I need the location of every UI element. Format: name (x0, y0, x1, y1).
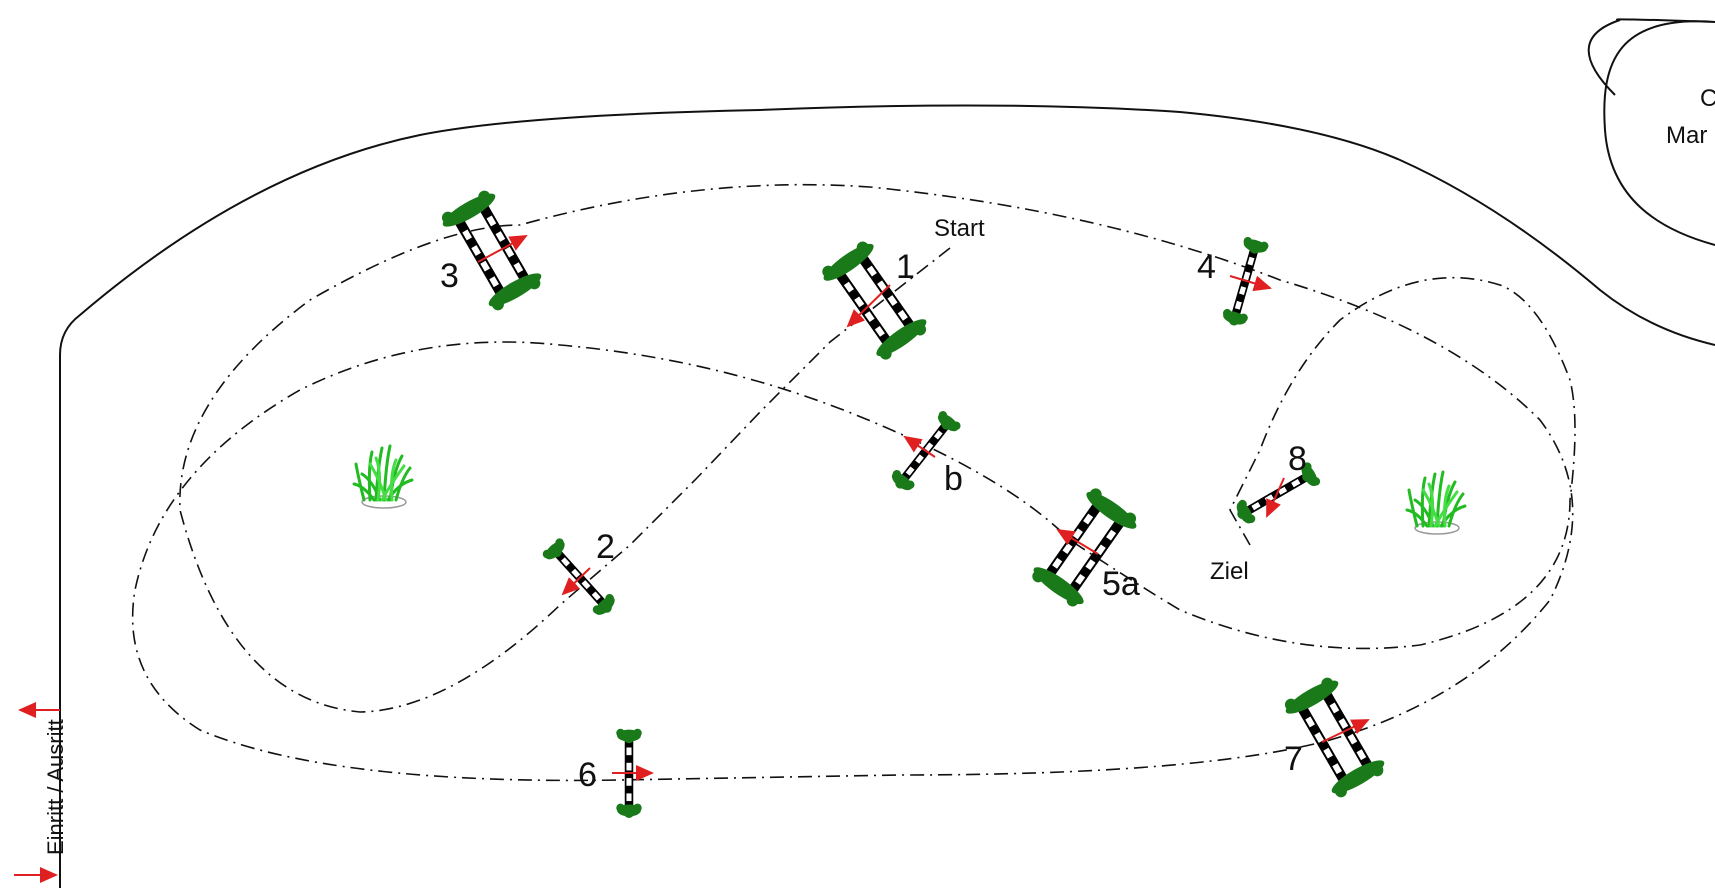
grass-plant-icon (1405, 470, 1467, 536)
obstacle-2-number: 2 (596, 528, 615, 566)
obstacle-3 (438, 187, 546, 314)
obstacle-7 (1281, 674, 1389, 801)
obstacle-6-number: 6 (578, 756, 597, 794)
obstacle-8-number: 8 (1288, 440, 1307, 478)
course-path (131, 183, 1576, 782)
entrance-exit-marker (14, 702, 60, 883)
obstacle-4-number: 4 (1197, 248, 1216, 286)
obstacle-5b (887, 409, 962, 495)
obstacle-2 (541, 537, 620, 620)
corner-note-line-2: Mar (1666, 122, 1707, 149)
start-label: Start (934, 215, 985, 242)
corner-note-line-1: C (1700, 85, 1715, 112)
obstacle-1-number: 1 (896, 248, 915, 286)
obstacle-6 (612, 729, 654, 818)
obstacle-3-number: 3 (440, 257, 459, 295)
finish-label: Ziel (1210, 558, 1249, 585)
obstacle-4 (1220, 236, 1272, 329)
obstacle-5b-label: b (944, 460, 963, 498)
grass-plant-icon (352, 444, 414, 510)
corner-area (1587, 18, 1715, 246)
arena-fence (59, 104, 1715, 888)
obstacle-5a-number: 5a (1102, 565, 1140, 603)
obstacle-5a (1028, 485, 1141, 611)
obstacle-1 (818, 237, 931, 363)
obstacle-7-number: 7 (1284, 740, 1303, 778)
obstacle-8 (1232, 461, 1322, 528)
entrance-exit-label: Einritt / Ausritt (43, 719, 68, 855)
